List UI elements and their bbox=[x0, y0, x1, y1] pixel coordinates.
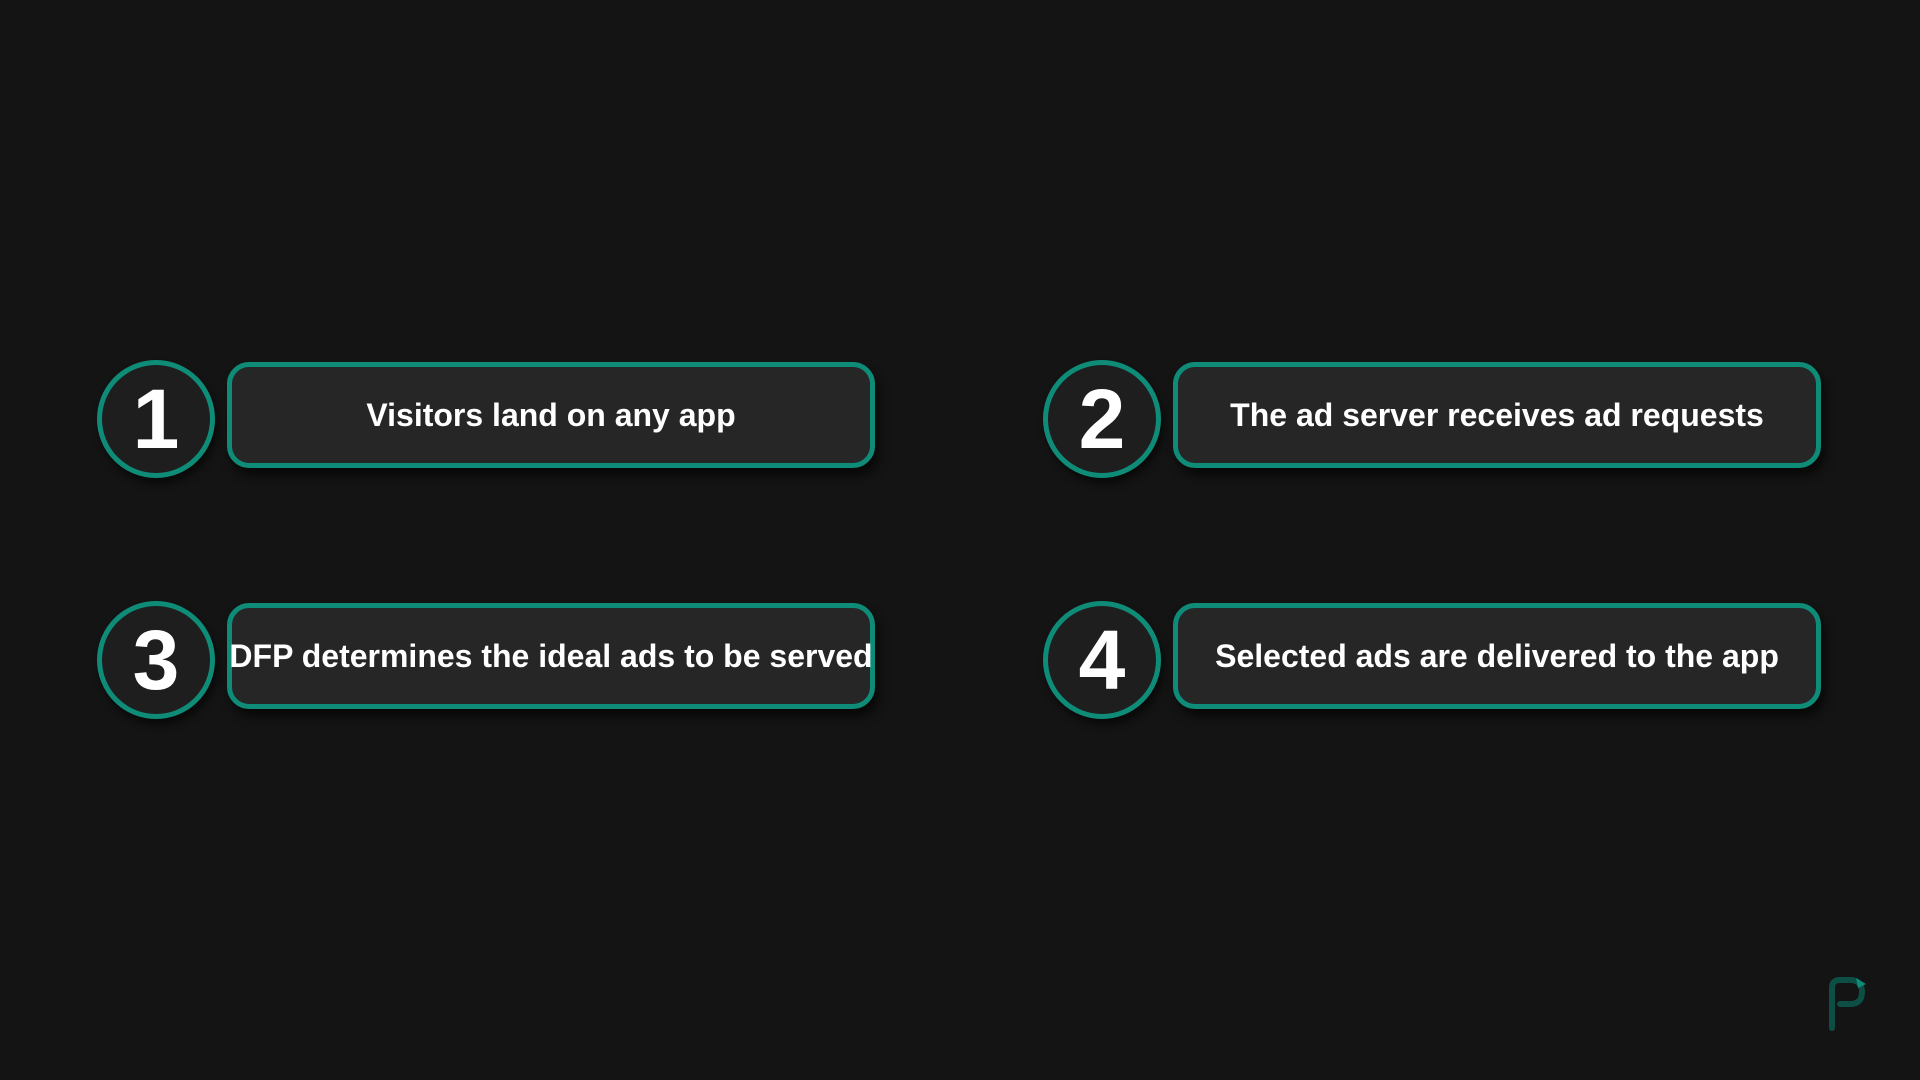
step-4: 4 Selected ads are delivered to the app bbox=[1043, 598, 1843, 719]
step-box: The ad server receives ad requests bbox=[1173, 362, 1821, 468]
step-number: 1 bbox=[132, 372, 180, 466]
step-number-circle: 1 bbox=[97, 360, 215, 478]
brand-logo-icon bbox=[1826, 974, 1870, 1032]
step-text: The ad server receives ad requests bbox=[1230, 396, 1764, 433]
step-3: 3 DFP determines the ideal ads to be ser… bbox=[97, 598, 897, 719]
step-box: Selected ads are delivered to the app bbox=[1173, 603, 1821, 709]
step-number-circle: 4 bbox=[1043, 601, 1161, 719]
step-text: Visitors land on any app bbox=[366, 396, 736, 433]
step-box: DFP determines the ideal ads to be serve… bbox=[227, 603, 875, 709]
step-number: 3 bbox=[132, 613, 180, 707]
step-number-circle: 2 bbox=[1043, 360, 1161, 478]
step-1: 1 Visitors land on any app bbox=[97, 357, 897, 478]
step-text: DFP determines the ideal ads to be serve… bbox=[229, 637, 873, 674]
step-box: Visitors land on any app bbox=[227, 362, 875, 468]
step-text: Selected ads are delivered to the app bbox=[1215, 637, 1779, 674]
step-number-circle: 3 bbox=[97, 601, 215, 719]
step-number: 4 bbox=[1078, 613, 1126, 707]
step-number: 2 bbox=[1078, 372, 1126, 466]
step-2: 2 The ad server receives ad requests bbox=[1043, 357, 1843, 478]
